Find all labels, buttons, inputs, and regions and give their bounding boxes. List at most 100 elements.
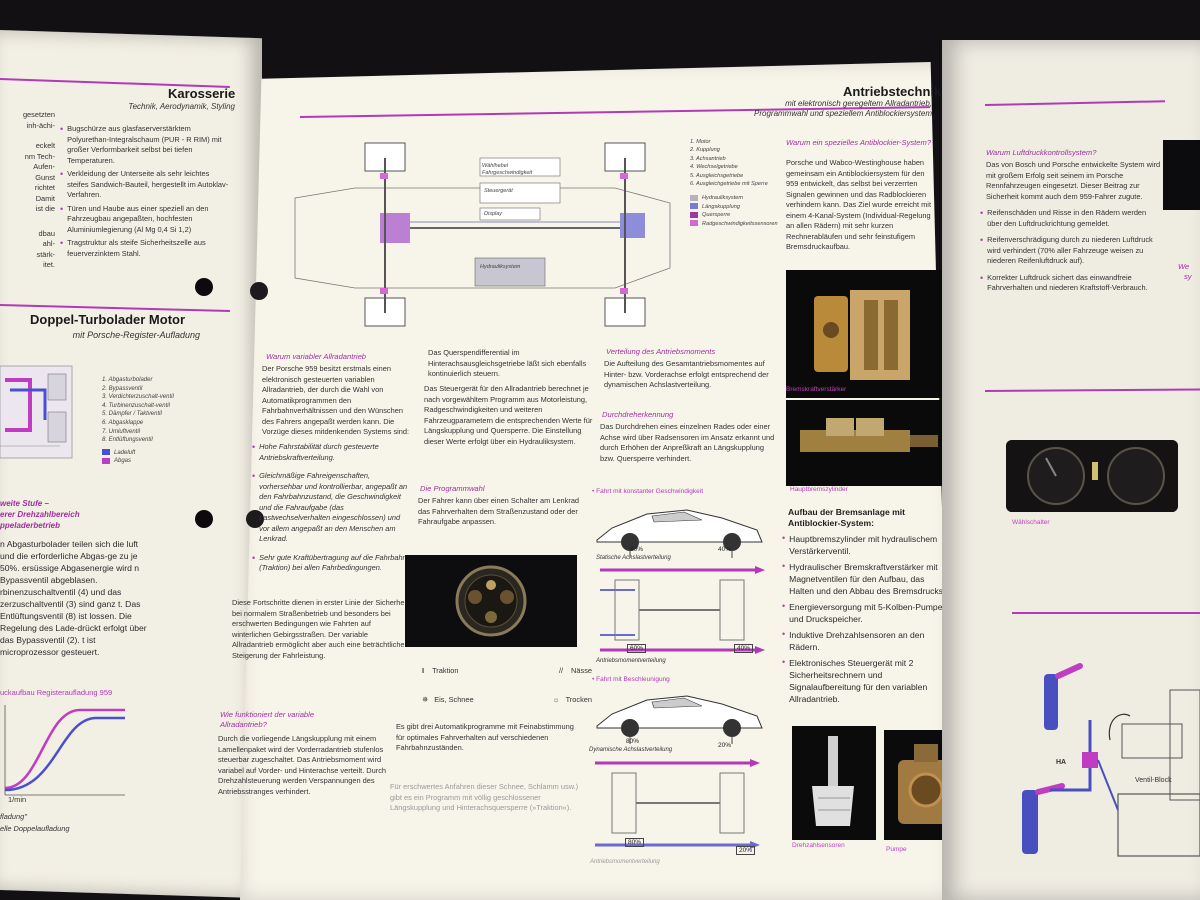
abs-text: Porsche und Wabco-Westinghouse haben gem…	[786, 158, 931, 251]
col2-text4: Es gibt drei Automatikprogramme mit Fein…	[396, 722, 574, 752]
chassis-torque-2	[595, 759, 760, 849]
static-front-pct: 60%	[630, 546, 644, 553]
snowflake-icon: ✵	[422, 694, 429, 704]
brake-system-bullets: •Hauptbremszylinder mit hydraulischem Ve…	[782, 533, 947, 705]
mode-trocken: ☼Trocken	[552, 694, 592, 704]
antrieb2-label: Antriebsmomentverteilung	[590, 859, 660, 865]
static-label: Statische Achslastverteilung	[596, 555, 671, 561]
dyn-label: Dynamische Achslastverteilung	[589, 747, 673, 753]
photo-caption: Bremskraftverstärker	[786, 386, 847, 393]
karosserie-subtitle: Technik, Aerodynamik, Styling	[128, 102, 235, 111]
ladeluft-swatch	[102, 449, 110, 456]
list-item: •Hohe Fahrstabilität durch gesteuerte An…	[252, 442, 379, 462]
right-fragment: sy	[1184, 272, 1192, 281]
turbo-subtitle: mit Porsche-Register-Aufladung	[72, 330, 200, 340]
diagram-box-label: Fahrgeschwindigkeit	[482, 170, 533, 176]
col1-text3: Durch die vorliegende Längskupplung mit …	[218, 734, 387, 796]
list-item: •Energieversorgung mit 5-Kolben-Pumpe un…	[782, 601, 943, 624]
col1-heading2: Wie funktioniert der variable Allradantr…	[220, 710, 315, 729]
col1-heading: Warum variabler Allradantrieb	[266, 352, 367, 361]
karosserie-title: Karosserie	[168, 86, 236, 101]
chart-axis-label: 1/min	[8, 795, 27, 804]
abs-valve-diagram	[1022, 663, 1200, 857]
binder-hole	[246, 510, 264, 528]
antrieb-title: Antriebstechnik	[843, 84, 942, 99]
photo-caption: Hauptbremszylinder	[790, 486, 848, 493]
static-rear-pct: 40%	[718, 546, 732, 553]
program-dial-photo	[405, 555, 577, 647]
mode-eis-schnee: ✵Eis, Schnee	[422, 694, 474, 704]
col3-text2: Das Durchdrehen eines einzelnen Rades od…	[600, 422, 775, 463]
binder-hole	[195, 278, 213, 296]
dyn-rear-pct: 20%	[718, 742, 732, 749]
antrieb-rear-pct: 40%	[734, 644, 754, 653]
photo-caption: Drehzahlsensoren	[792, 842, 845, 849]
selector-switch-image	[1006, 440, 1178, 512]
col2-text3: Der Fahrer kann über einen Schalter am L…	[418, 496, 580, 526]
chassis-torque-1	[600, 566, 765, 654]
brake-system-heading: Aufbau der Bremsanlage mit Antiblockier-…	[788, 507, 905, 528]
col2-text1: Das Querspendifferential im Hinterachsau…	[428, 348, 587, 378]
antrieb2-front-pct: 80%	[625, 838, 645, 847]
list-item: •Gleichmäßige Fahreigenschaften, vorhers…	[252, 471, 408, 543]
list-item: •Verkleidung der Unterseite als sehr lei…	[60, 169, 229, 199]
selector-switch-photo	[1006, 440, 1178, 512]
list-item: •Korrekter Luftdruck sichert das einwand…	[980, 272, 1148, 293]
hydraulic-swatch	[690, 194, 698, 201]
list-item: •Hauptbremszylinder mit hydraulischem Ve…	[782, 533, 938, 556]
lock-swatch	[690, 211, 698, 218]
diagram-box-label: Wählhebel	[482, 163, 508, 169]
antrieb2-rear-pct: 20%	[736, 846, 756, 855]
list-item: •Reifenverschrädigung durch zu niederen …	[980, 235, 1153, 265]
mode-naesse: //Nässe	[558, 666, 592, 675]
list-item: •Induktive Drehzahlsensoren an den Räder…	[782, 629, 925, 652]
speed-sensor-photo	[792, 726, 876, 840]
diagram-box-label: Display	[484, 211, 503, 217]
col1-bullets: •Hohe Fahrstabilität durch gesteuerte An…	[252, 442, 412, 574]
list-item: •Elektronisches Steuergerät mit 2 Sicher…	[782, 657, 928, 704]
col1-text2: Diese Fortschritte dienen in erster Lini…	[232, 598, 409, 660]
antrieb-label: Antriebsmomentverteilung	[596, 658, 666, 664]
luftdruck-heading: Warum Luftdruckkontrollsystem?	[986, 148, 1097, 157]
boost-chart	[4, 705, 125, 796]
ventil-block-label: Ventil-Block	[1135, 777, 1172, 784]
col2-text2: Das Steuergerät für den Allradantrieb be…	[424, 384, 593, 446]
right-photo-edge	[1163, 140, 1200, 210]
antrieb-subtitle: Programmwahl und speziellem Antiblockier…	[754, 109, 932, 118]
abs-heading: Warum ein spezielles Antiblockier-System…	[786, 138, 932, 147]
col3-text1: Die Aufteilung des Gesamtantriebsmomente…	[604, 359, 769, 389]
car-side-static	[596, 509, 763, 558]
list-item: •Tragstruktur als steife Sicherheitszell…	[60, 238, 206, 258]
turbo-diagram	[0, 365, 73, 459]
dyn-front-pct: 80%	[626, 738, 640, 745]
karosserie-bullets: •Bugschürze aus glasfaserverstärktem Pol…	[60, 124, 230, 259]
chart-caption: elle Doppelaufladung	[0, 824, 70, 833]
car-side-dynamic	[596, 695, 763, 744]
col2-text5: Für erschwertes Anfahren dieser Schnee, …	[390, 782, 579, 812]
chart-caption: fladung"	[0, 812, 27, 821]
list-item: •Bugschürze aus glasfaserverstärktem Pol…	[60, 124, 222, 165]
list-item: •Sehr gute Kraftübertragung auf die Fahr…	[252, 552, 407, 573]
photo-caption: Pumpe	[886, 846, 907, 853]
clutch-swatch	[690, 203, 698, 210]
speed-sensor-image	[792, 726, 876, 840]
photo-caption: Wählschalter	[1012, 519, 1050, 526]
program-dial-image	[405, 555, 577, 647]
chart-title: uckaufbau Registeraufladung 959	[0, 688, 113, 697]
traction-icon: I	[422, 666, 425, 675]
diagram-box-label: Hydrauliksystem	[480, 264, 521, 270]
master-cylinder-photo	[786, 400, 946, 486]
binder-hole	[195, 510, 213, 528]
sensor-swatch	[690, 220, 698, 227]
list-item: •Reifenschäden und Risse in den Rädern w…	[980, 208, 1147, 228]
antrieb-front-pct: 60%	[627, 644, 647, 653]
right-fragment: We	[1178, 262, 1190, 271]
luftdruck-text: Das von Bosch und Porsche entwickelte Sy…	[986, 160, 1161, 201]
brake-booster-image	[786, 270, 944, 398]
